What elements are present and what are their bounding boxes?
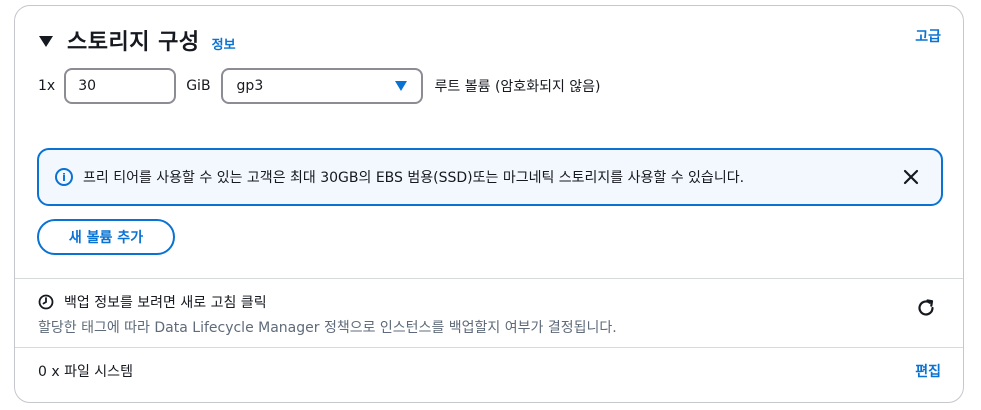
backup-title: 백업 정보를 보려면 새로 고침 클릭 (64, 295, 267, 311)
close-icon[interactable] (897, 163, 925, 191)
volume-description: 루트 볼륨 (암호화되지 않음) (434, 79, 601, 95)
section-header: 스토리지 구성 정보 (39, 24, 236, 56)
free-tier-alert: i 프리 티어를 사용할 수 있는 고객은 최대 30GB의 EBS 범용(SS… (37, 148, 943, 206)
backup-info: 백업 정보를 보려면 새로 고침 클릭 할당한 태그에 따라 Data Life… (38, 292, 617, 337)
volume-type-select[interactable]: gp3 (220, 68, 423, 104)
add-volume-button[interactable]: 새 볼륨 추가 (37, 219, 175, 255)
volume-type-value: gp3 (236, 78, 264, 94)
divider (15, 347, 963, 348)
info-link[interactable]: 정보 (211, 37, 236, 53)
backup-description: 할당한 태그에 따라 Data Lifecycle Manager 정책으로 인… (38, 320, 617, 336)
storage-config-panel: 스토리지 구성 정보 고급 1x GiB gp3 루트 볼륨 (암호화되지 않음… (14, 5, 964, 403)
info-icon: i (55, 168, 73, 186)
alert-text: 프리 티어를 사용할 수 있는 고객은 최대 30GB의 EBS 범용(SSD)… (83, 170, 745, 186)
root-volume-row: 1x GiB gp3 루트 볼륨 (암호화되지 않음) (38, 68, 601, 104)
collapse-caret-icon[interactable] (39, 35, 53, 47)
volume-count-prefix: 1x (38, 78, 56, 94)
caret-down-icon (394, 81, 407, 91)
advanced-link[interactable]: 고급 (915, 29, 941, 45)
filesystem-label: 0 x 파일 시스템 (38, 364, 133, 380)
volume-size-input[interactable] (64, 68, 177, 104)
section-title: 스토리지 구성 (67, 30, 200, 55)
refresh-icon[interactable] (915, 297, 937, 319)
divider (15, 278, 963, 279)
volume-size-unit: GiB (186, 78, 211, 94)
edit-filesystem-link[interactable]: 편집 (915, 364, 941, 380)
clock-icon (38, 294, 54, 310)
